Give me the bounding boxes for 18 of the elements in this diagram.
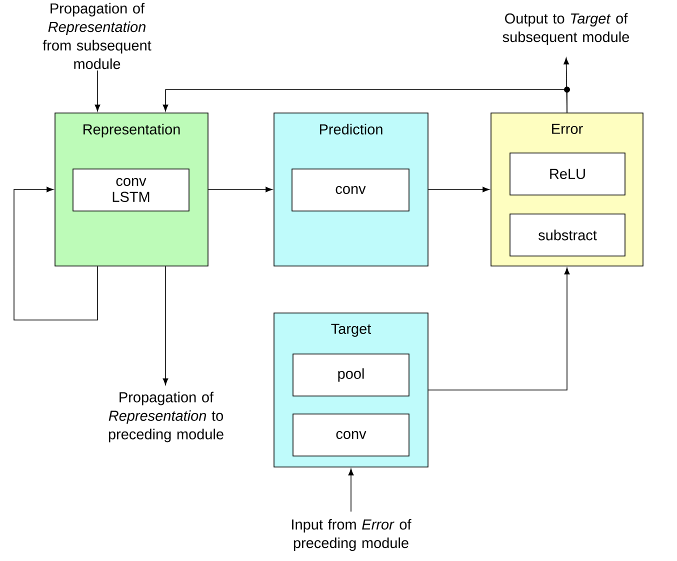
arrow xyxy=(348,468,354,512)
layer-box: pool xyxy=(292,354,410,396)
arrow xyxy=(428,268,570,390)
annotation-text: Output to Target of subsequent module xyxy=(502,13,629,45)
layer-box: conv LSTM xyxy=(72,168,190,212)
arrow xyxy=(162,266,168,386)
arrow xyxy=(428,186,490,192)
annotation-text: Propagation of Representation from subsequent module xyxy=(42,2,152,70)
arrow xyxy=(208,186,272,192)
annotation-text: Input from Error of preceding module xyxy=(292,519,412,551)
layer-box: substract xyxy=(510,214,626,256)
layer-box: conv xyxy=(292,414,410,456)
arrow xyxy=(162,89,568,113)
layer-box: conv xyxy=(292,168,410,212)
arrow xyxy=(94,70,100,112)
layer-box: ReLU xyxy=(510,152,626,196)
annotation-text: Propagation of Representation to preceding module xyxy=(108,392,224,442)
arrow xyxy=(14,186,98,320)
